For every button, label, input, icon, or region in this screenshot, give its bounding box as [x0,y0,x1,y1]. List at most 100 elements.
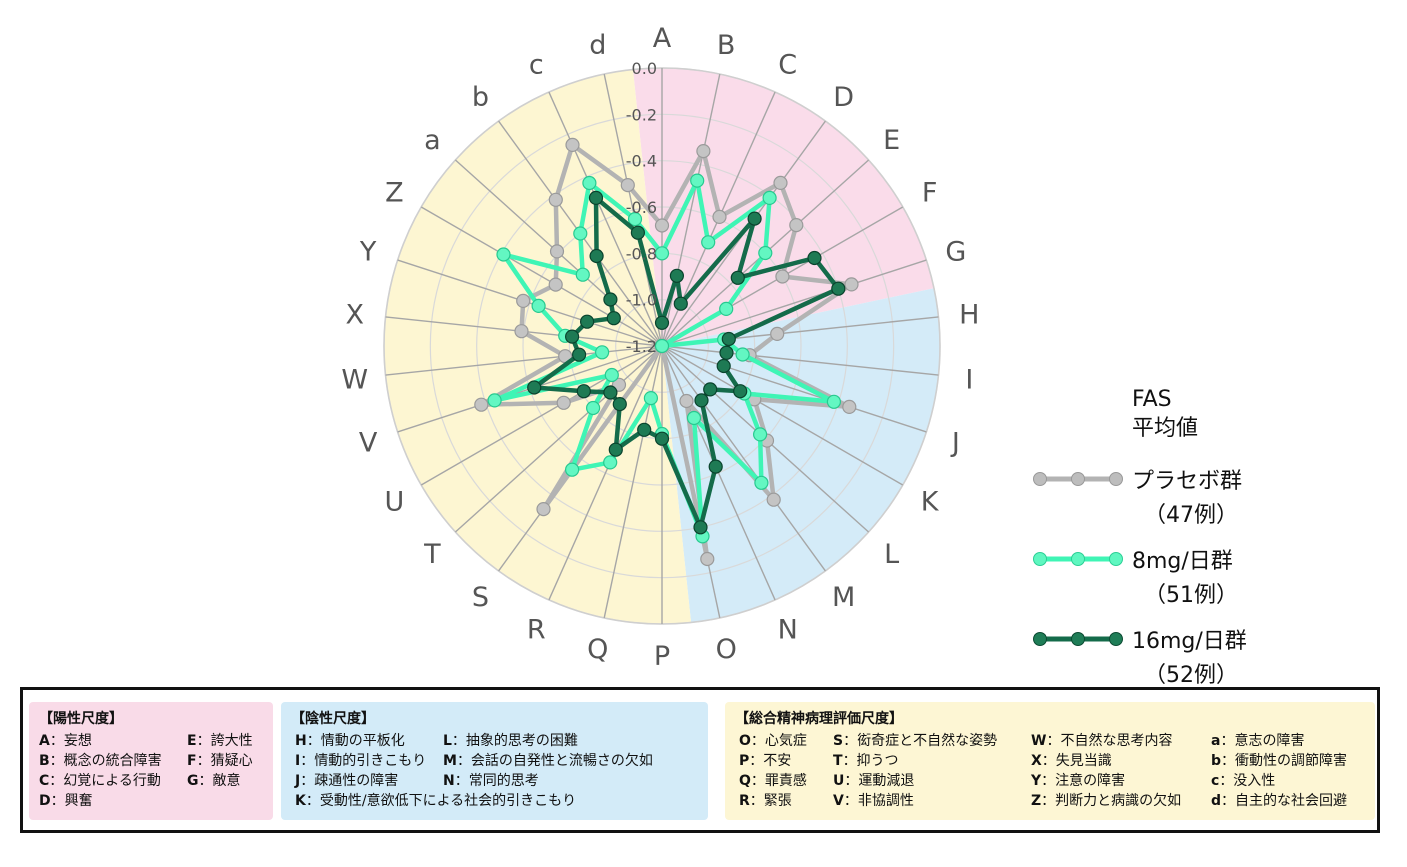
point-0-D [773,175,788,190]
point-0-b [548,192,563,207]
radar-grid [383,67,941,625]
key-item-c: c：没入性 [1211,773,1276,789]
legend-n-placebo: （47例） [1144,503,1238,528]
point-0-G [844,277,859,292]
point-1-B [690,173,705,188]
point-1-Z [496,247,511,262]
sector-0 [632,67,934,346]
spoke [420,345,663,486]
axis-label-R: R [527,614,546,645]
axis-label-a: a [424,125,441,156]
negative-scale-title: 【陰性尺度】 [291,711,375,727]
point-0-E [789,218,804,233]
point-2-B [669,268,685,283]
key-item-B: B：概念の統合障害 [39,753,162,769]
series-layer [474,137,859,567]
point-0-Z [548,277,563,292]
axis-label-P: P [654,641,670,672]
axis-label-I: I [965,364,973,395]
point-2-b [589,248,604,264]
axis-label-H: H [959,300,979,331]
legend-item-placebo: プラセボ群 （47例） [1032,463,1352,533]
key-item-K: K：受動性/意欲低下による社会的引きこもり [295,793,577,809]
point-2-P [654,431,670,446]
key-item-P: P：不安 [739,753,792,769]
point-2-X [564,329,580,344]
point-2-D [747,211,762,226]
point-0-c [565,137,580,152]
point-0-d [620,178,635,193]
tick-label: -0.8 [626,244,657,263]
series-0 [474,137,859,567]
legend-title: FAS 平均値 [1132,385,1198,443]
point-0-X [514,324,529,339]
point-2-G [831,281,846,296]
point-2-c [588,190,604,205]
axis-label-N: N [778,614,798,645]
point-2-W [571,347,587,362]
spoke [661,73,721,347]
tick-label: -0.6 [626,198,657,217]
axis-label-M: M [832,582,855,613]
negative-col1: H：情動の平板化 I：情動的引きこもり J：疎通性の障害 K：受動性/意欲低下に… [295,731,576,811]
background-sectors [384,67,941,624]
point-2-Z [606,311,621,326]
key-item-F: F：猜疑心 [187,753,253,769]
legend-label-placebo: プラセボ群 [1132,469,1243,494]
spoke [385,345,663,376]
axis-label-X: X [345,300,364,331]
point-2-C [673,296,688,311]
point-1-T [585,400,601,416]
key-item-E: E：誇大性 [187,733,253,749]
axis-label-c: c [529,50,544,81]
tick-label: -1.2 [626,337,657,356]
point-1-d [627,212,643,227]
legend-title-line1: FAS [1132,387,1172,412]
general-col4: a：意志の障害 b：衝動性の調節障害 c：没入性 d：自主的な社会回避 [1211,731,1347,811]
point-1-R [603,455,618,470]
point-1-M [754,475,769,490]
point-1-C [701,235,716,250]
key-item-a: a：意志の障害 [1211,733,1305,749]
general-scale-panel: 【総合精神病理評価尺度】 O：心気症 P：不安 Q：罪責感 R：緊張 S：衒奇症… [725,702,1375,820]
legend: FAS 平均値 プラセボ群 （47例） 8mg/日群 （51例） 16mg/日群 [1032,385,1362,688]
axis-label-K: K [921,487,940,518]
general-scale-title: 【総合精神病理評価尺度】 [735,711,903,727]
legend-item-16mg: 16mg/日群 （52例） [1032,623,1352,693]
point-2-N [708,459,723,474]
point-0-S [536,502,551,517]
point-1-A [654,246,670,261]
key-item-M: M：会話の自発性と流暢さの欠如 [443,753,653,769]
key-item-N: N：常同的思考 [443,773,539,789]
point-1-S [564,462,580,477]
negative-col2: L：抽象的思考の困難 M：会話の自発性と流暢さの欠如 N：常同的思考 [443,731,653,791]
tick-label: -0.2 [626,105,657,124]
point-0-H [770,326,785,341]
key-item-I: I：情動的引きこもり [295,753,427,769]
spoke [661,345,927,433]
key-item-Z: Z：判断力と病識の欠如 [1031,793,1182,809]
axis-label-B: B [717,30,736,61]
point-0-J [842,399,857,414]
legend-item-8mg: 8mg/日群 （51例） [1032,543,1352,613]
axis-label-J: J [950,428,960,459]
legend-marker-8mg [1033,552,1123,566]
point-2-Y [579,314,595,329]
positive-scale-panel: 【陽性尺度】 A：妄想 B：概念の統合障害 C：幻覚による行動 D：興奮 E：誇… [29,702,273,820]
point-1-G [654,338,670,354]
key-item-J: J：疎通性の障害 [295,773,399,789]
point-1-W [594,345,610,360]
sector-2 [384,69,692,624]
key-item-A: A：妄想 [39,733,92,749]
point-2-F [807,250,822,266]
point-0-C [712,209,727,224]
point-2-J [716,358,731,374]
axis-label-b: b [472,82,489,113]
point-0-N [679,393,694,409]
key-item-W: W：不自然な思考内容 [1031,733,1173,749]
spoke [661,345,904,486]
general-col2: S：衒奇症と不自然な姿勢 T：抑うつ U：運動減退 V：非協調性 [833,731,997,811]
point-2-d [630,225,646,240]
point-2-A [654,315,670,330]
point-2-H [721,331,736,347]
